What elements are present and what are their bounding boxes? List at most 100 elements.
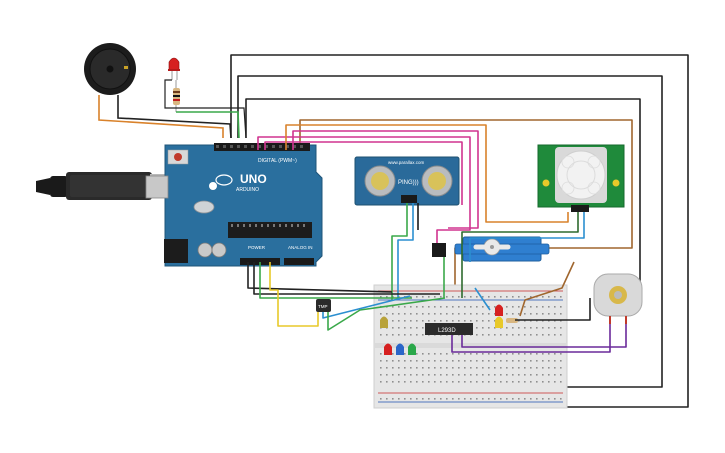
breadboard-hole [446,320,448,322]
breadboard-hole [506,296,508,298]
breadboard-hole [476,398,478,400]
breadboard-hole [410,360,412,362]
breadboard-hole [410,398,412,400]
breadboard-hole [542,327,544,329]
breadboard-hole [452,313,454,315]
breadboard-hole [542,374,544,376]
usb-plug-icon [36,178,50,195]
breadboard-hole [452,320,454,322]
breadboard-hole [488,327,490,329]
breadboard-hole [416,360,418,362]
breadboard-hole [548,374,550,376]
breadboard-hole [518,367,520,369]
breadboard-hole [458,353,460,355]
breadboard-hole [380,398,382,400]
breadboard-hole [392,360,394,362]
breadboard-hole [518,398,520,400]
breadboard-hole [410,374,412,376]
breadboard-hole [392,334,394,336]
breadboard-hole [494,313,496,315]
breadboard-hole [446,360,448,362]
ultrasonic-sensor: www.parallax.com PING))) [354,156,460,206]
breadboard-hole [506,313,508,315]
breadboard-hole [494,360,496,362]
breadboard-hole [446,296,448,298]
breadboard-hole [452,306,454,308]
breadboard-hole [446,374,448,376]
dc-motor [593,273,643,324]
breadboard-hole [500,353,502,355]
breadboard-hole [398,381,400,383]
breadboard-hole [428,313,430,315]
breadboard-hole [536,306,538,308]
ultrasonic-label: PING))) [398,180,419,186]
breadboard-hole [470,360,472,362]
breadboard-hole [536,374,538,376]
breadboard-hole [482,334,484,336]
breadboard-hole [470,306,472,308]
breadboard-hole [398,374,400,376]
breadboard-hole [380,334,382,336]
pir-sensor [537,144,625,212]
breadboard-hole [470,296,472,298]
transistor: TMP [316,299,331,312]
breadboard-hole [410,381,412,383]
breadboard-hole [482,296,484,298]
breadboard-hole [470,381,472,383]
breadboard-hole [518,334,520,336]
breadboard-hole [494,367,496,369]
breadboard-hole [470,374,472,376]
breadboard-hole [512,374,514,376]
breadboard-hole [512,306,514,308]
breadboard-hole [464,296,466,298]
breadboard-hole [398,367,400,369]
breadboard-hole [494,334,496,336]
breadboard-hole [470,320,472,322]
breadboard-hole [536,367,538,369]
breadboard-hole [416,306,418,308]
breadboard-hole [446,306,448,308]
breadboard-hole [506,327,508,329]
breadboard-hole [434,367,436,369]
breadboard-hole [506,360,508,362]
digital-label: DIGITAL (PWM~) [258,158,297,164]
breadboard-hole [404,398,406,400]
breadboard-hole [470,398,472,400]
breadboard-hole [446,381,448,383]
breadboard-hole [482,320,484,322]
breadboard-hole [476,381,478,383]
breadboard-hole [530,374,532,376]
breadboard-hole [554,374,556,376]
breadboard-hole [440,360,442,362]
breadboard-hole [524,313,526,315]
breadboard-hole [512,353,514,355]
breadboard-hole [458,360,460,362]
breadboard-hole [416,313,418,315]
breadboard-hole [482,381,484,383]
breadboard-hole [410,327,412,329]
breadboard-hole [488,334,490,336]
breadboard-hole [554,353,556,355]
breadboard-hole [530,367,532,369]
breadboard-hole [452,381,454,383]
breadboard-hole [524,398,526,400]
uno-brand: UNO [240,172,267,186]
breadboard-hole [446,313,448,315]
breadboard-hole [482,353,484,355]
breadboard-hole [506,353,508,355]
breadboard-hole [470,353,472,355]
breadboard-hole [548,367,550,369]
breadboard-hole [524,296,526,298]
breadboard-hole [488,313,490,315]
breadboard-hole [428,374,430,376]
breadboard-hole [380,360,382,362]
breadboard-hole [494,327,496,329]
breadboard-hole [524,367,526,369]
breadboard-hole [494,296,496,298]
breadboard-hole [422,374,424,376]
breadboard-hole [392,306,394,308]
breadboard-hole [422,320,424,322]
breadboard-hole [392,353,394,355]
breadboard-hole [554,296,556,298]
